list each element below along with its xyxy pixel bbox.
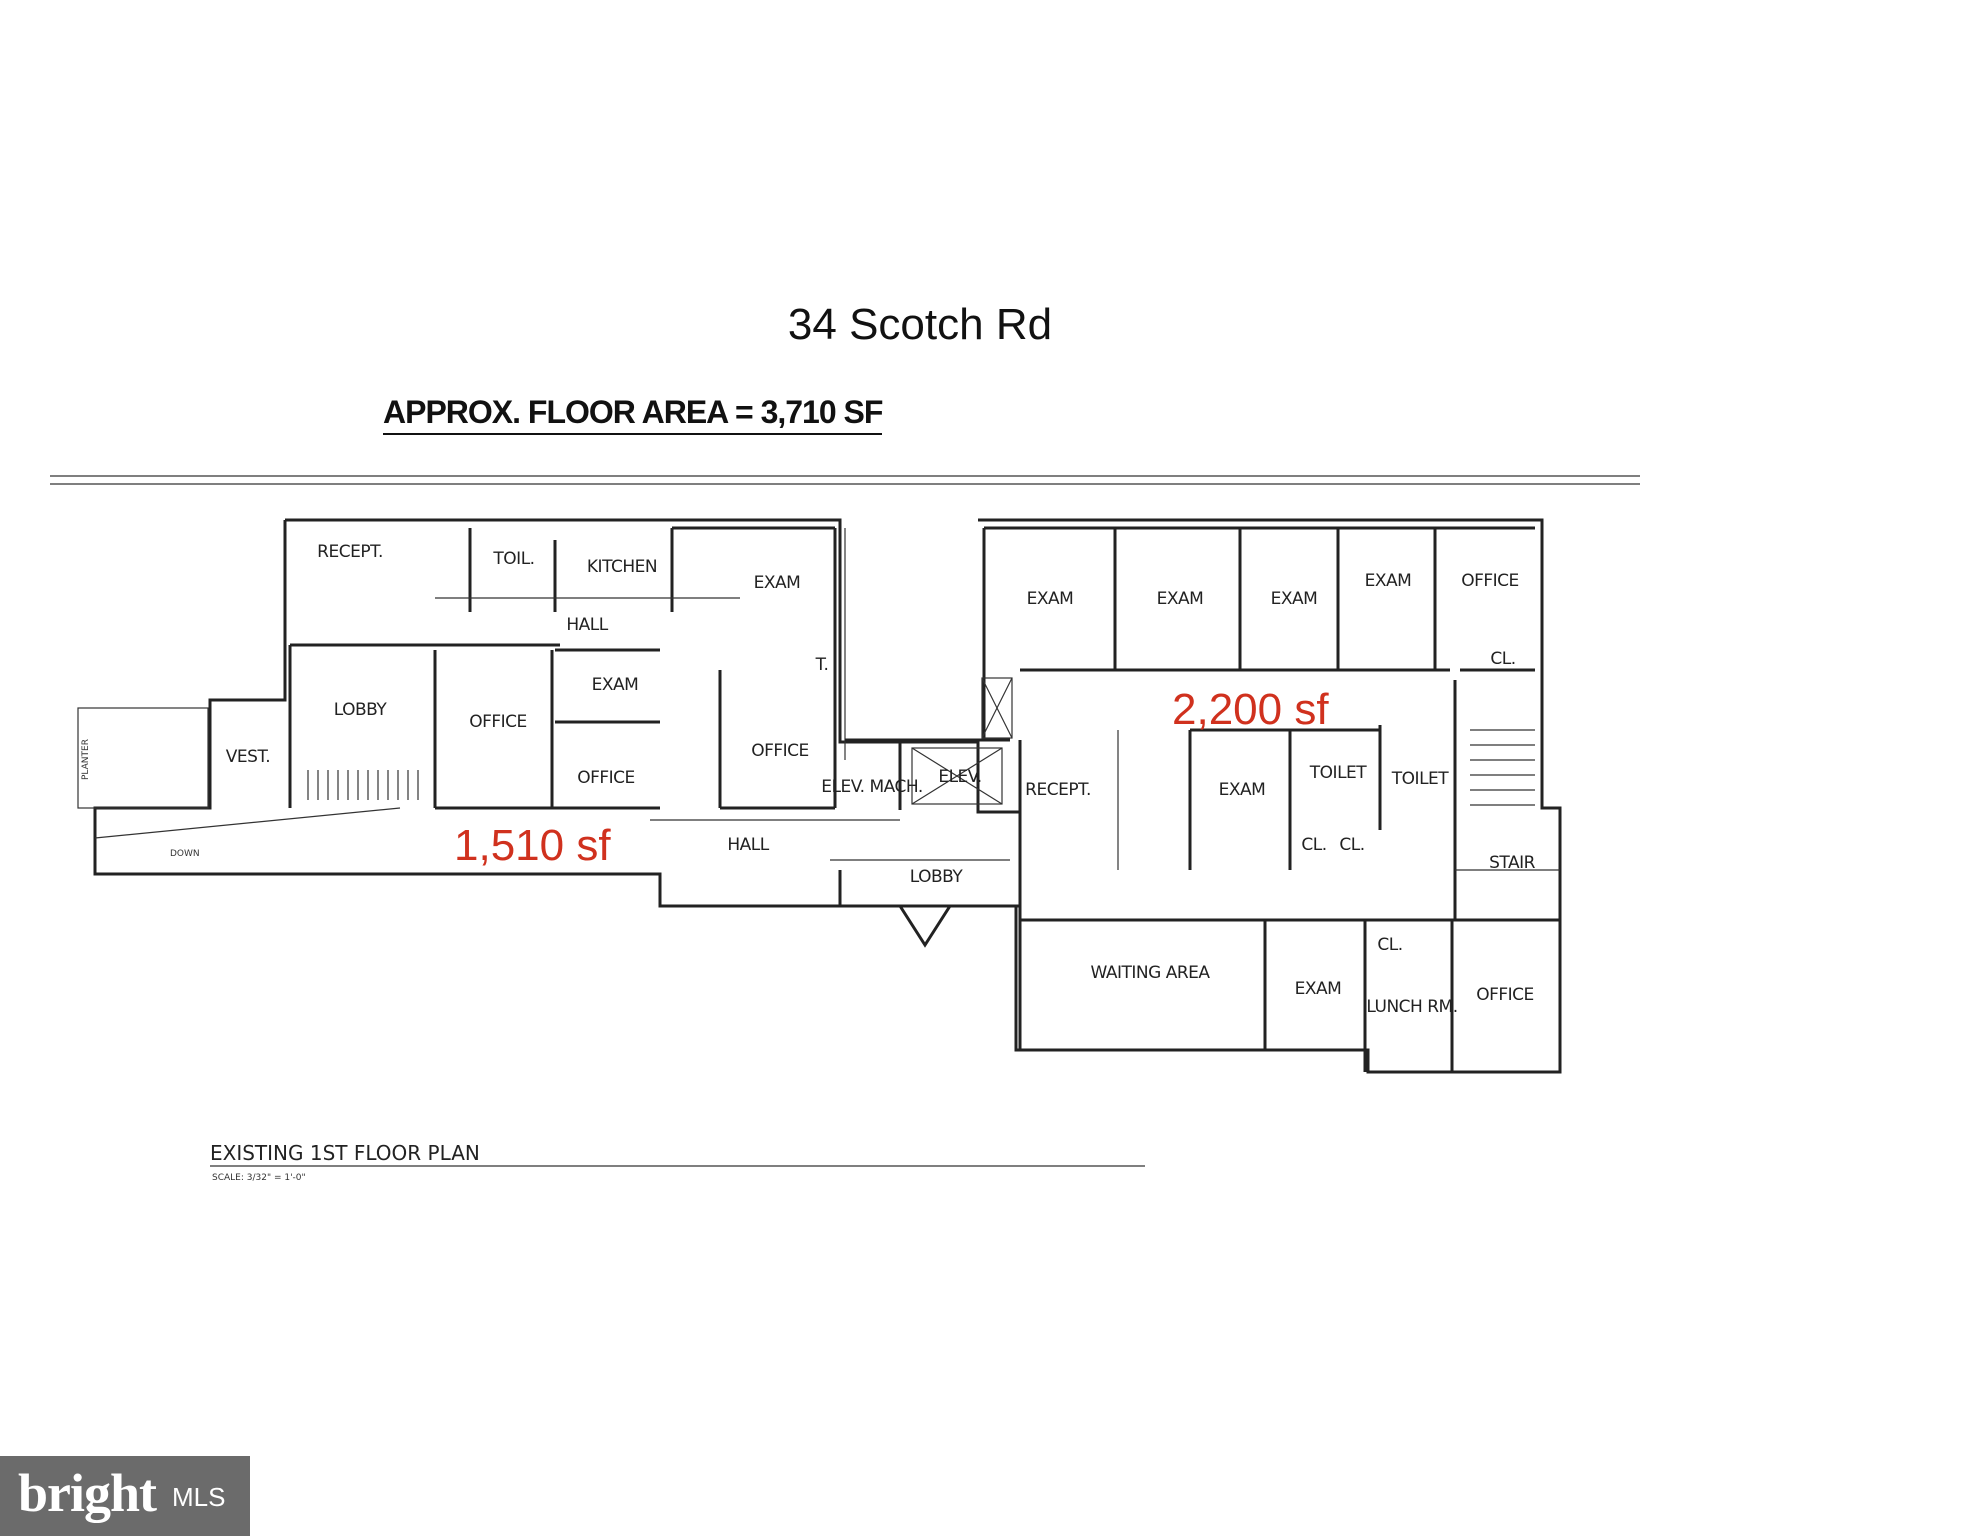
room-toilet-2: TOILET: [1391, 769, 1449, 789]
floor-area-heading: APPROX. FLOOR AREA = 3,710 SF: [383, 394, 883, 435]
room-exam-center: EXAM: [1219, 780, 1266, 800]
planter-label: PLANTER: [81, 739, 91, 780]
room-exam-r1: EXAM: [1027, 589, 1074, 609]
room-hall-upper: HALL: [566, 615, 608, 635]
room-exam-r3: EXAM: [1271, 589, 1318, 609]
property-title: 34 Scotch Rd: [787, 300, 1053, 349]
room-cl-a: CL.: [1301, 835, 1326, 855]
room-cl-b: CL.: [1339, 835, 1364, 855]
area-right-sf: 2,200 sf: [1172, 685, 1329, 734]
room-exam-top-mid: EXAM: [754, 573, 801, 593]
room-waiting: WAITING AREA: [1090, 963, 1210, 983]
plan-scale: SCALE: 3/32" = 1'-0": [212, 1173, 306, 1183]
room-t: T.: [815, 655, 829, 675]
room-office-left: OFFICE: [469, 712, 527, 732]
room-elev: ELEV.: [938, 767, 981, 787]
room-lobby-mid: LOBBY: [910, 867, 964, 887]
room-hall-lower: HALL: [727, 835, 769, 855]
outer-wall-left: [93, 518, 1022, 908]
room-office-br: OFFICE: [1476, 985, 1534, 1005]
down-label: DOWN: [170, 849, 200, 859]
room-toil: TOIL.: [492, 549, 534, 569]
chase-box: [981, 677, 1013, 739]
room-lunch: LUNCH RM.: [1366, 997, 1457, 1017]
room-office-mid: OFFICE: [751, 741, 809, 761]
plan-caption: EXISTING 1ST FLOOR PLAN: [210, 1141, 480, 1165]
watermark-brand: bright: [18, 1463, 157, 1523]
room-office-tr: OFFICE: [1461, 571, 1519, 591]
elevator-shaft: [911, 747, 1003, 805]
room-office-small: OFFICE: [577, 768, 635, 788]
room-stair: STAIR: [1489, 853, 1535, 873]
room-exam-bottom: EXAM: [1295, 979, 1342, 999]
room-exam-r4: EXAM: [1365, 571, 1412, 591]
watermark-suffix: MLS: [172, 1482, 226, 1512]
room-lobby-left: LOBBY: [334, 700, 388, 720]
room-recept-left: RECEPT.: [317, 542, 383, 562]
room-vest: VEST.: [226, 747, 270, 767]
room-kitchen: KITCHEN: [587, 557, 657, 577]
area-left-sf: 1,510 sf: [454, 821, 611, 870]
room-elev-mach: ELEV. MACH.: [821, 777, 922, 797]
room-toilet-1: TOILET: [1309, 763, 1367, 783]
planter-box: [77, 707, 209, 809]
bright-mls-watermark: bright MLS: [0, 1456, 250, 1536]
outer-wall-right: [978, 518, 1562, 1074]
room-cl-tr: CL.: [1490, 649, 1515, 669]
room-exam-r2: EXAM: [1157, 589, 1204, 609]
room-cl-c: CL.: [1377, 935, 1402, 955]
room-recept-right: RECEPT.: [1025, 780, 1091, 800]
room-exam-small: EXAM: [592, 675, 639, 695]
